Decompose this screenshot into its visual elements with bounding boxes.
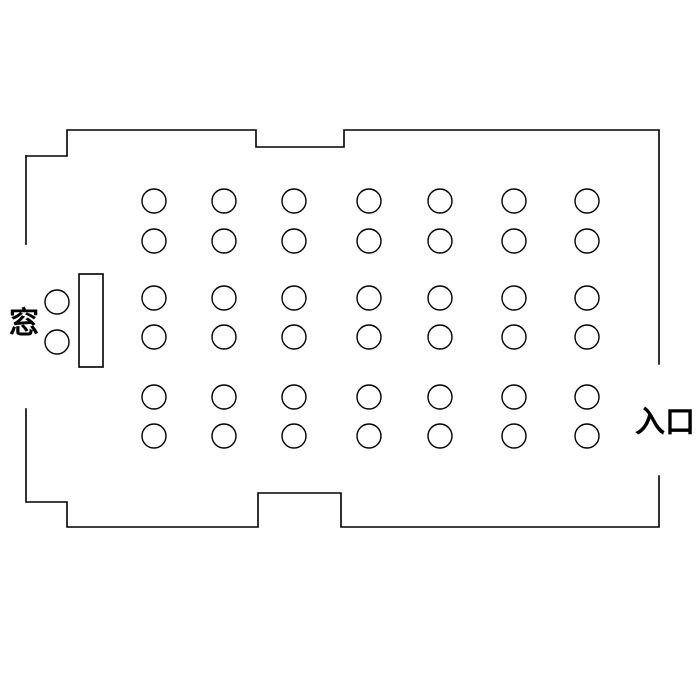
seat (141, 285, 167, 311)
seat (281, 285, 307, 311)
seat (427, 188, 453, 214)
front-table (78, 273, 104, 368)
seat (356, 384, 382, 410)
seat (574, 228, 600, 254)
seat (501, 324, 527, 350)
seat (501, 384, 527, 410)
seat (211, 188, 237, 214)
seat (211, 228, 237, 254)
seat (501, 188, 527, 214)
seat (211, 384, 237, 410)
seat (501, 228, 527, 254)
seat (356, 285, 382, 311)
seat (281, 384, 307, 410)
room-walls (25, 129, 660, 528)
seat (141, 188, 167, 214)
seat (141, 324, 167, 350)
seat (574, 384, 600, 410)
seat (281, 228, 307, 254)
top-wall (25, 129, 660, 365)
window-side-seats (44, 289, 70, 355)
seat (356, 188, 382, 214)
seat (281, 188, 307, 214)
seat (574, 188, 600, 214)
entrance-label: 入口 (635, 405, 695, 440)
seat (574, 285, 600, 311)
seat (356, 423, 382, 449)
window-side-seat (44, 329, 70, 355)
seat (501, 285, 527, 311)
seat (141, 228, 167, 254)
seat (501, 423, 527, 449)
seat-grid (141, 188, 600, 449)
left-and-bottom-wall (25, 408, 660, 528)
seat (281, 324, 307, 350)
seat (281, 423, 307, 449)
seat (356, 324, 382, 350)
window-side-seat (44, 289, 70, 315)
seat (574, 324, 600, 350)
seat (427, 324, 453, 350)
seat (427, 285, 453, 311)
seat (427, 228, 453, 254)
seat (356, 228, 382, 254)
seat (211, 423, 237, 449)
seat (141, 384, 167, 410)
seat (427, 423, 453, 449)
seat (211, 285, 237, 311)
seat (574, 423, 600, 449)
seat (141, 423, 167, 449)
seat (427, 384, 453, 410)
window-label: 窓 (9, 306, 39, 341)
seat (211, 324, 237, 350)
